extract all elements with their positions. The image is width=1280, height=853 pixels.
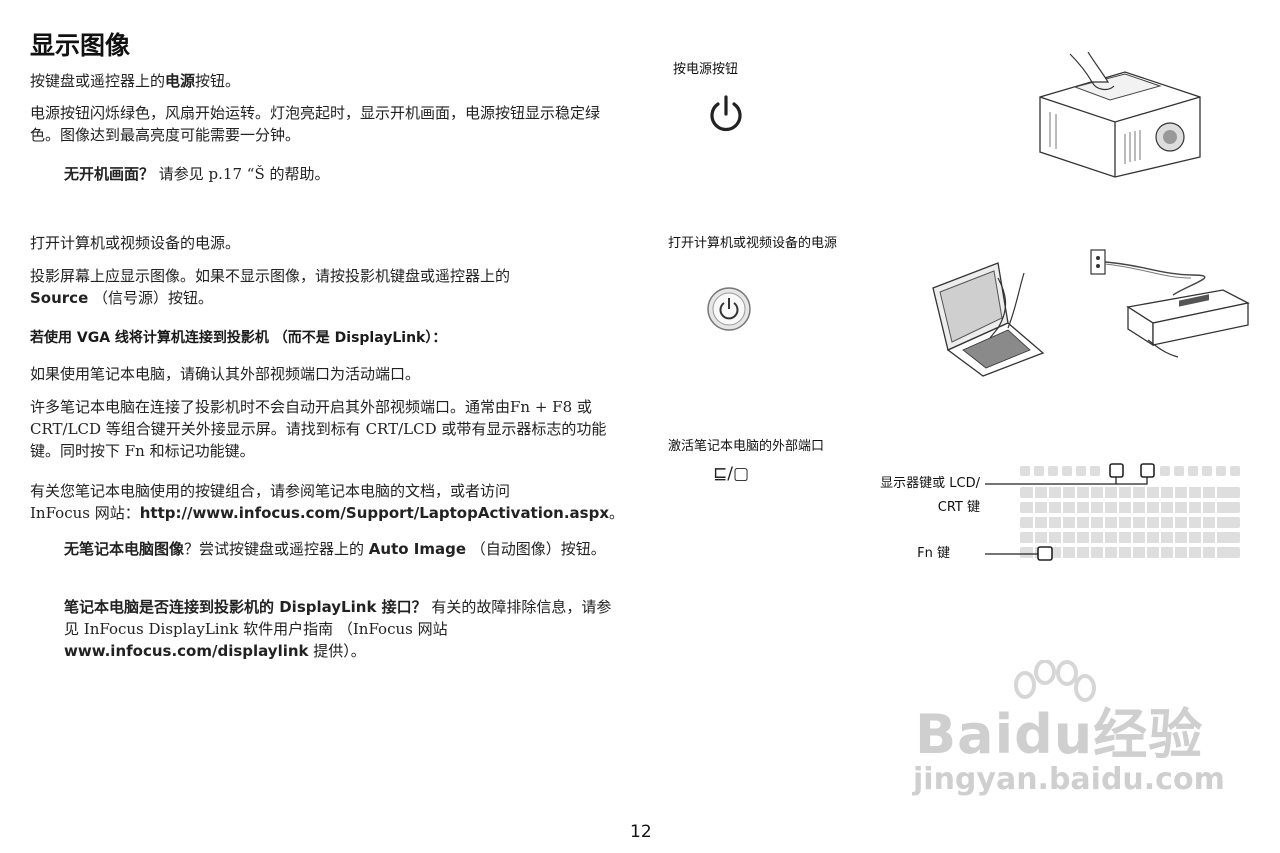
key-combo-text: 有关您笔记本电脑使用的按键组合，请参阅笔记本电脑的文档，或者访问: [30, 482, 511, 500]
website-label: InFocus 网站：: [30, 504, 140, 522]
period: 。: [609, 504, 625, 522]
caption-press-power: 按电源按钮: [673, 62, 739, 77]
source-instruction: 投影屏幕上应显示图像。如果不显示图像，请按投影机键盘或遥控器上的 Source …: [30, 265, 620, 309]
auto-image-keyword: Auto Image: [368, 540, 467, 558]
callout-line: CRT 键: [937, 500, 980, 515]
step-text: 按键盘或遥控器上的: [30, 72, 166, 90]
note-no-splash: 无开机画面？ 请参见 р.17 “Š 的帮助。: [64, 163, 624, 185]
laptop-port-explanation: 许多笔记本电脑在连接了投影机时不会自动开启其外部视频端口。通常由Fn + F8 …: [30, 398, 607, 460]
note-label: 笔记本电脑是否连接到投影机的 DisplayLink 接口？: [64, 598, 427, 616]
step-text-end: 按钮。: [195, 72, 241, 90]
power-keyword: 电源: [165, 72, 196, 90]
caption-activate-port: 激活笔记本电脑的外部端口: [668, 439, 825, 454]
note-text: 有关的故障排除信息，请参见 InFocus DisplayLink 软件用户指南…: [64, 598, 612, 638]
caption-turn-on-device: 打开计算机或视频设备的电源: [668, 236, 838, 251]
power-description: 电源按钮闪烁绿色，风扇开始运转。灯泡亮起时，显示开机画面，电源按钮显示稳定绿色。…: [30, 104, 601, 144]
vga-heading: 若使用 VGA 线将计算机连接到投影机 （而不是 DisplayLink）：: [30, 330, 447, 346]
watermark-brand: Baidu经验: [915, 703, 1204, 766]
step-press-power: 按键盘或遥控器上的电源按钮。: [30, 70, 620, 92]
baidu-paw-watermark-icon: [1014, 660, 1096, 702]
power-icon: [710, 95, 742, 132]
callout-line: 显示器键或 LCD/: [880, 476, 980, 491]
note-displaylink: 笔记本电脑是否连接到投影机的 DisplayLink 接口？ 有关的故障排除信息…: [64, 596, 624, 662]
video-device-illustration: [1090, 249, 1250, 358]
callout-lcd-key: 显示器键或 LCD/ CRT 键: [840, 472, 980, 520]
projector-illustration: [1039, 52, 1201, 178]
source-text: 投影屏幕上应显示图像。如果不显示图像，请按投影机键盘或遥控器上的: [30, 267, 511, 285]
note-text-end: （自动图像）按钮。: [466, 540, 606, 558]
step-turn-on-computer: 打开计算机或视频设备的电源。: [30, 234, 241, 252]
laptop-illustration: [932, 262, 1045, 377]
callout-fn-key: Fn 键: [917, 546, 950, 561]
page-number: 12: [630, 822, 652, 842]
note-text: ？尝试按键盘或遥控器上的: [184, 540, 369, 558]
page-title: 显示图像: [30, 31, 131, 60]
note-text-end: 提供）。: [308, 642, 366, 660]
source-text-end: （信号源）按钮。: [88, 289, 214, 307]
laptop-port-check: 如果使用笔记本电脑，请确认其外部视频端口为活动端口。: [30, 365, 421, 383]
watermark-url: jingyan.baidu.com: [913, 762, 1225, 797]
source-keyword: Source: [30, 289, 89, 307]
note-text: 请参见 р.17 “Š 的帮助。: [154, 165, 330, 183]
lcd-crt-icon: ⊑/▢: [713, 464, 750, 484]
laptop-activation-link[interactable]: http://www.infocus.com/Support/LaptopAct…: [139, 504, 610, 522]
key-combo-info: 有关您笔记本电脑使用的按键组合，请参阅笔记本电脑的文档，或者访问 InFocus…: [30, 480, 630, 524]
keyboard-diagram: [985, 463, 1240, 561]
note-label: 无笔记本电脑图像: [64, 540, 185, 558]
power-button-icon: [707, 287, 751, 331]
note-no-laptop-image: 无笔记本电脑图像？尝试按键盘或遥控器上的 Auto Image （自动图像）按钮…: [64, 538, 624, 560]
note-label: 无开机画面？: [64, 165, 155, 183]
displaylink-link[interactable]: www.infocus.com/displaylink: [64, 642, 309, 660]
